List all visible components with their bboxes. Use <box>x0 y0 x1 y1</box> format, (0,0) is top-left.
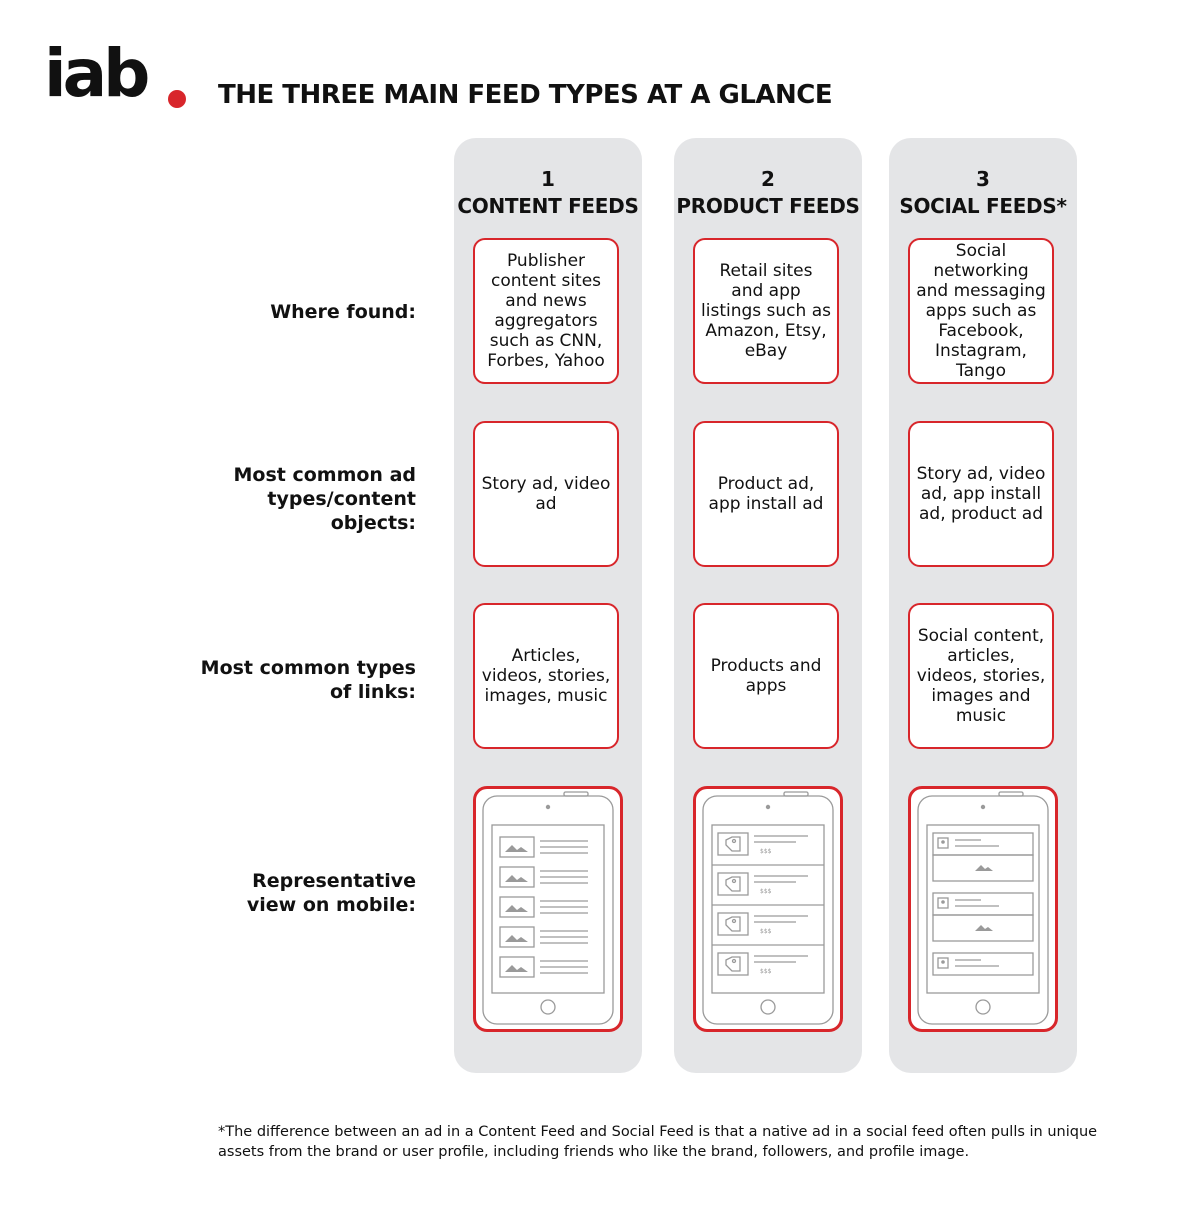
cell-ad-types: Story ad, video ad, app install ad, prod… <box>908 421 1054 567</box>
mountain-icon <box>505 935 528 942</box>
post-image-area <box>932 914 1034 942</box>
price-label: $$$ <box>760 848 772 855</box>
column-social-feeds: 3 SOCIAL FEEDS* Social networking and me… <box>889 138 1077 1073</box>
logo-dot-icon <box>168 90 186 108</box>
avatar-icon <box>937 957 949 969</box>
image-thumbnail-icon <box>499 836 535 858</box>
price-tag-icon <box>725 956 741 972</box>
cell-ad-types: Product ad, app install ad <box>693 421 839 567</box>
mountain-icon <box>505 845 528 852</box>
avatar-icon <box>937 897 949 909</box>
post-image-area <box>932 854 1034 882</box>
mountain-icon <box>505 965 528 972</box>
price-tag-icon <box>725 876 741 892</box>
price-tag-icon <box>725 836 741 852</box>
image-thumbnail-icon <box>499 956 535 978</box>
row-label-mobile-view: Representative view on mobile: <box>246 870 416 916</box>
column-product-feeds: 2 PRODUCT FEEDS Retail sites and app lis… <box>674 138 862 1073</box>
post-header <box>932 952 1034 976</box>
column-heading: PRODUCT FEEDS <box>676 194 860 218</box>
image-thumbnail-icon <box>717 952 749 976</box>
avatar-head-icon <box>941 900 945 904</box>
page-title: THE THREE MAIN FEED TYPES AT A GLANCE <box>218 80 833 110</box>
avatar-icon <box>937 837 949 849</box>
image-thumbnail-icon <box>499 896 535 918</box>
price-label: $$$ <box>760 968 772 975</box>
image-thumbnail-icon <box>717 832 749 856</box>
logo-text: iab <box>44 35 150 112</box>
cell-ad-types: Story ad, video ad <box>473 421 619 567</box>
column-heading: SOCIAL FEEDS* <box>899 194 1067 218</box>
tag-hole-icon <box>731 918 737 924</box>
tag-hole-icon <box>731 958 737 964</box>
iab-logo: iab <box>44 34 186 114</box>
product-feed-phone-icon: $$$ $$$ $$$ $$$ <box>693 786 843 1032</box>
mountain-icon <box>975 865 993 871</box>
cell-where-found: Publisher content sites and news aggrega… <box>473 238 619 384</box>
column-number: 1 <box>541 167 555 191</box>
row-label-ad-types: Most common ad types/content objects: <box>233 464 417 534</box>
image-thumbnail-icon <box>717 872 749 896</box>
cell-where-found: Social networking and messaging apps suc… <box>908 238 1054 384</box>
row-label-where-found: Where found: <box>270 301 416 323</box>
cell-link-types: Articles, videos, stories, images, music <box>473 603 619 749</box>
content-feed-phone-icon <box>473 786 623 1032</box>
image-thumbnail-icon <box>717 912 749 936</box>
social-feed-phone-icon <box>908 786 1058 1032</box>
mountain-icon <box>975 925 993 931</box>
avatar-head-icon <box>941 960 945 964</box>
column-heading: CONTENT FEEDS <box>457 194 639 218</box>
cell-link-types: Social content, articles, videos, storie… <box>908 603 1054 749</box>
row-label-link-types: Most common types of links: <box>200 657 416 703</box>
price-tag-icon <box>725 916 741 932</box>
column-content-feeds: 1 CONTENT FEEDS Publisher content sites … <box>454 138 642 1073</box>
avatar-head-icon <box>941 840 945 844</box>
price-label: $$$ <box>760 888 772 895</box>
image-thumbnail-icon <box>499 866 535 888</box>
mountain-icon <box>505 905 528 912</box>
cell-where-found: Retail sites and app listings such as Am… <box>693 238 839 384</box>
tag-hole-icon <box>731 878 737 884</box>
tag-hole-icon <box>731 838 737 844</box>
image-thumbnail-icon <box>499 926 535 948</box>
price-label: $$$ <box>760 928 772 935</box>
column-number: 2 <box>761 167 775 191</box>
cell-link-types: Products and apps <box>693 603 839 749</box>
mountain-icon <box>505 875 528 882</box>
footnote: *The difference between an ad in a Conte… <box>218 1124 1098 1160</box>
column-number: 3 <box>976 167 990 191</box>
